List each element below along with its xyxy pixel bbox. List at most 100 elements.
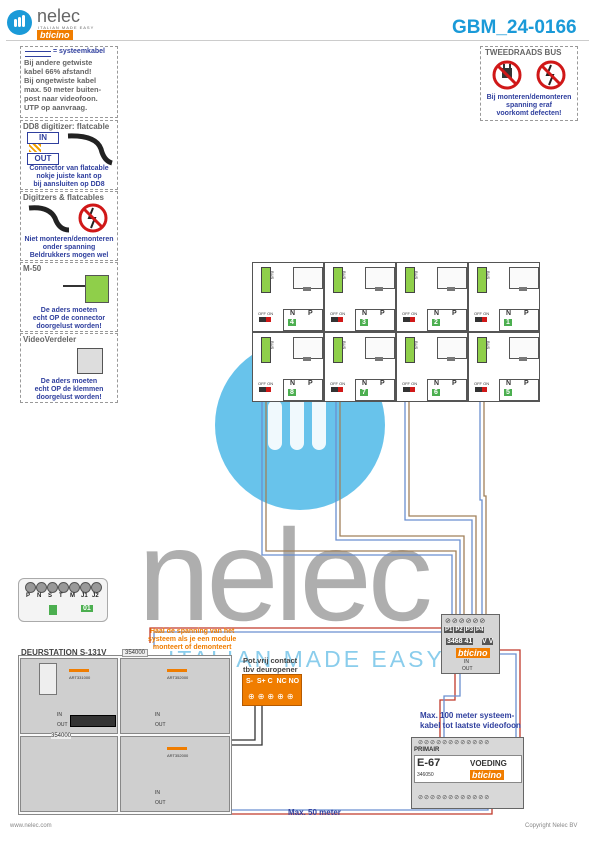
power-name: VOEDING — [470, 759, 507, 768]
power-model: E-67 — [417, 757, 441, 769]
unit-id: 1 — [504, 319, 512, 326]
bus-label: BUS — [486, 341, 491, 350]
bus-terminal — [405, 267, 415, 293]
digitizer-top-label: 354000 — [122, 649, 149, 657]
switch — [403, 387, 415, 392]
power-brand: bticino — [470, 770, 504, 780]
n-label: N — [434, 310, 440, 317]
orange-stripe — [69, 669, 89, 672]
bus-terminal — [477, 267, 487, 293]
in-label-2: IN — [155, 712, 160, 718]
unit-id: 6 — [432, 389, 440, 396]
terminal-screw — [47, 582, 58, 593]
footer-left: www.nelec.com — [10, 823, 52, 829]
bus-terminal — [477, 337, 487, 363]
footer-right: Copyright Nelec BV — [525, 823, 578, 829]
n-label: N — [434, 380, 440, 387]
videophone-unit: BUS OFF ON N P 6 — [396, 332, 468, 402]
two-wire-title: TWEEDRAADS BUS — [485, 48, 562, 57]
bus-label: BUS — [342, 271, 347, 280]
door-warning: Haal de spanning van het systeem als je … — [148, 628, 237, 651]
monitor-stand — [375, 357, 383, 361]
terminal-label: J1 — [81, 593, 88, 599]
switch — [331, 387, 343, 392]
distributor-port-label: P2 — [454, 627, 464, 633]
videoverdeler-note: VideoVerdeler De aders moeten echt OP de… — [20, 333, 118, 403]
videoverdeler-terminal-icon — [77, 348, 103, 374]
bus-label: BUS — [414, 341, 419, 350]
switch-label: OFF ON — [474, 311, 490, 316]
terminal-dip — [49, 605, 57, 615]
out-label-1: OUT — [57, 722, 68, 728]
dd8-hatch — [29, 144, 41, 152]
terminal-screw — [69, 582, 80, 593]
relay-module: S- S+ C NC NO ⊕⊕⊕⊕⊕ — [242, 674, 302, 706]
bus-label: BUS — [342, 341, 347, 350]
switch-label: OFF ON — [330, 311, 346, 316]
out-label-3: OUT — [155, 800, 166, 806]
m50-lines: De aders moeten echt OP de connector doo… — [32, 307, 106, 330]
switch — [331, 317, 343, 322]
terminal-value: 01 — [81, 605, 93, 612]
no-power-icon — [78, 203, 108, 233]
terminal-screw — [91, 582, 102, 593]
power-bottom-screws: ⊘⊘⊘⊘⊘⊘⊘⊘⊘⊘⊘⊘ — [418, 795, 491, 801]
n-label: N — [506, 310, 512, 317]
videophone-unit: BUS OFF ON N P 2 — [396, 262, 468, 332]
door-module-4: ART352000 — [120, 736, 230, 812]
no-power-icon-right — [536, 60, 566, 90]
m50-connector-icon — [85, 275, 109, 303]
n-label: N — [362, 310, 368, 317]
power-supply: ⊘⊘⊘⊘⊘⊘⊘⊘⊘⊘⊘⊘ PRIMAIR E-67 VOEDING 346050… — [411, 737, 524, 809]
np-box: N P 2 — [427, 309, 467, 331]
in-label-1: IN — [57, 712, 62, 718]
distributor-brand: bticino — [456, 648, 490, 658]
bus-terminal — [405, 337, 415, 363]
videophone-unit: BUS OFF ON N P 8 — [252, 332, 324, 402]
two-wire-note: TWEEDRAADS BUS Bij monteren/demonteren s… — [480, 46, 578, 121]
videophone-unit: BUS OFF ON N P 7 — [324, 332, 396, 402]
bus-terminal — [261, 337, 271, 363]
relay-screws: ⊕⊕⊕⊕⊕ — [248, 692, 297, 701]
cable-icon — [25, 51, 51, 57]
videoverdeler-lines: De aders moeten echt OP de klemmen doorg… — [34, 378, 104, 401]
dd8-flatcable-icon — [67, 133, 113, 166]
terminal-label: N — [37, 593, 42, 599]
cable-title: = systeemkabel — [53, 48, 105, 55]
out-label-2: OUT — [155, 722, 166, 728]
header-rule — [6, 40, 589, 41]
monitor-stand — [519, 287, 527, 291]
bticino-logo: bticino — [37, 30, 73, 40]
monitor-stand — [303, 287, 311, 291]
n-label: N — [362, 380, 368, 387]
p-label: P — [380, 380, 385, 387]
p-label: P — [452, 380, 457, 387]
distance-note: Max. 50 meter — [288, 808, 341, 817]
distributor-port-label: P1 — [444, 627, 454, 633]
bus-label: BUS — [486, 271, 491, 280]
relay-title: Pot.vrij contact tbv deuropener — [243, 656, 298, 674]
unit-id: 4 — [288, 319, 296, 326]
unit-id: 7 — [360, 389, 368, 396]
p-label: P — [524, 380, 529, 387]
no-plug-icon — [492, 60, 522, 90]
switch — [475, 317, 487, 322]
m50-title: M-50 — [23, 264, 42, 273]
module-label-2: ART352000 — [167, 675, 189, 680]
monitor-stand — [447, 287, 455, 291]
p-label: P — [308, 310, 313, 317]
terminal-screw — [80, 582, 91, 593]
power-display — [414, 755, 522, 783]
unit-id: 2 — [432, 319, 440, 326]
power-primair: PRIMAIR — [414, 747, 440, 753]
cable-lines: Bij andere getwiste kabel 66% afstand! B… — [24, 58, 102, 112]
switch-label: OFF ON — [330, 381, 346, 386]
terminal-label: T — [59, 593, 63, 599]
videophone-unit: BUS OFF ON N P 1 — [468, 262, 540, 332]
bus-label: BUS — [414, 271, 419, 280]
dd8-note: DD8 digitizer: flatcable IN OUT Connecto… — [20, 120, 118, 190]
np-box: N P 3 — [355, 309, 395, 331]
distributor-out: OUT — [462, 666, 473, 672]
